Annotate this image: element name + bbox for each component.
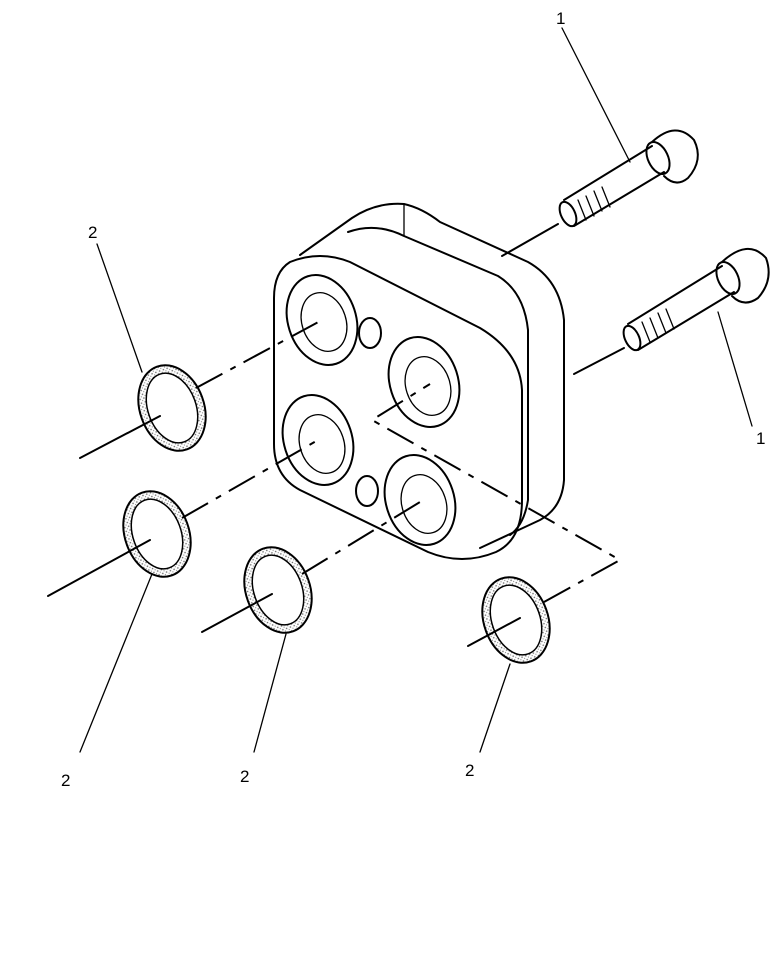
callout-bolt-upper: 1 — [556, 9, 565, 28]
port-hole-top-right — [387, 336, 461, 428]
callout-seal-mid-left: 2 — [61, 771, 70, 790]
small-hole-lower — [355, 475, 379, 507]
seal-mid-left — [47, 439, 319, 597]
callout-seal-bottom-right: 2 — [465, 761, 474, 780]
seal-bottom-mid — [201, 501, 421, 634]
callout-seal-bottom-mid: 2 — [240, 767, 249, 786]
seal-bottom-right — [370, 383, 623, 664]
bolt-upper — [501, 129, 699, 257]
seal-upper-left — [79, 319, 323, 459]
leader-lines — [79, 27, 753, 753]
port-hole-top-left — [285, 274, 359, 366]
bolt-lower — [573, 248, 770, 375]
callout-bolt-lower: 1 — [756, 429, 765, 448]
callout-seal-upper-left: 2 — [88, 223, 97, 242]
flange-block — [273, 202, 565, 560]
port-hole-bottom-right — [383, 454, 457, 546]
small-hole-upper — [358, 317, 382, 349]
